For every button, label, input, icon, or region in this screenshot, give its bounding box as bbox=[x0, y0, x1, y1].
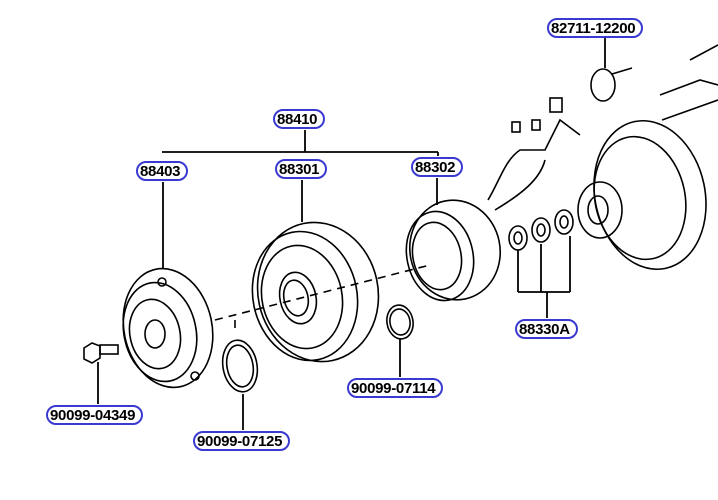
callout-90099-04349[interactable]: 90099-04349 bbox=[46, 405, 144, 425]
assembly-axis bbox=[214, 264, 431, 332]
part-88301-pulley bbox=[251, 221, 380, 363]
callout-88410[interactable]: 88410 bbox=[273, 109, 326, 129]
part-88330A-shims bbox=[508, 209, 574, 251]
callout-88301[interactable]: 88301 bbox=[275, 159, 328, 179]
part-82711-clamp bbox=[590, 67, 633, 102]
callout-82711-12200[interactable]: 82711-12200 bbox=[547, 18, 644, 38]
part-88302-field-coil bbox=[405, 97, 581, 302]
part-bolt-90099-04349 bbox=[83, 342, 119, 364]
callout-88302[interactable]: 88302 bbox=[411, 157, 464, 177]
compressor-body bbox=[577, 44, 718, 271]
callout-90099-07125[interactable]: 90099-07125 bbox=[193, 431, 291, 451]
callout-88403[interactable]: 88403 bbox=[136, 161, 189, 181]
part-88403-pressure-plate bbox=[122, 267, 214, 389]
leader-lines bbox=[97, 38, 606, 430]
part-snap-ring-90099-07125 bbox=[221, 339, 259, 393]
callout-90099-07114[interactable]: 90099-07114 bbox=[347, 378, 444, 398]
part-snap-ring-90099-07114 bbox=[386, 304, 414, 340]
callout-88330A[interactable]: 88330A bbox=[515, 319, 578, 339]
